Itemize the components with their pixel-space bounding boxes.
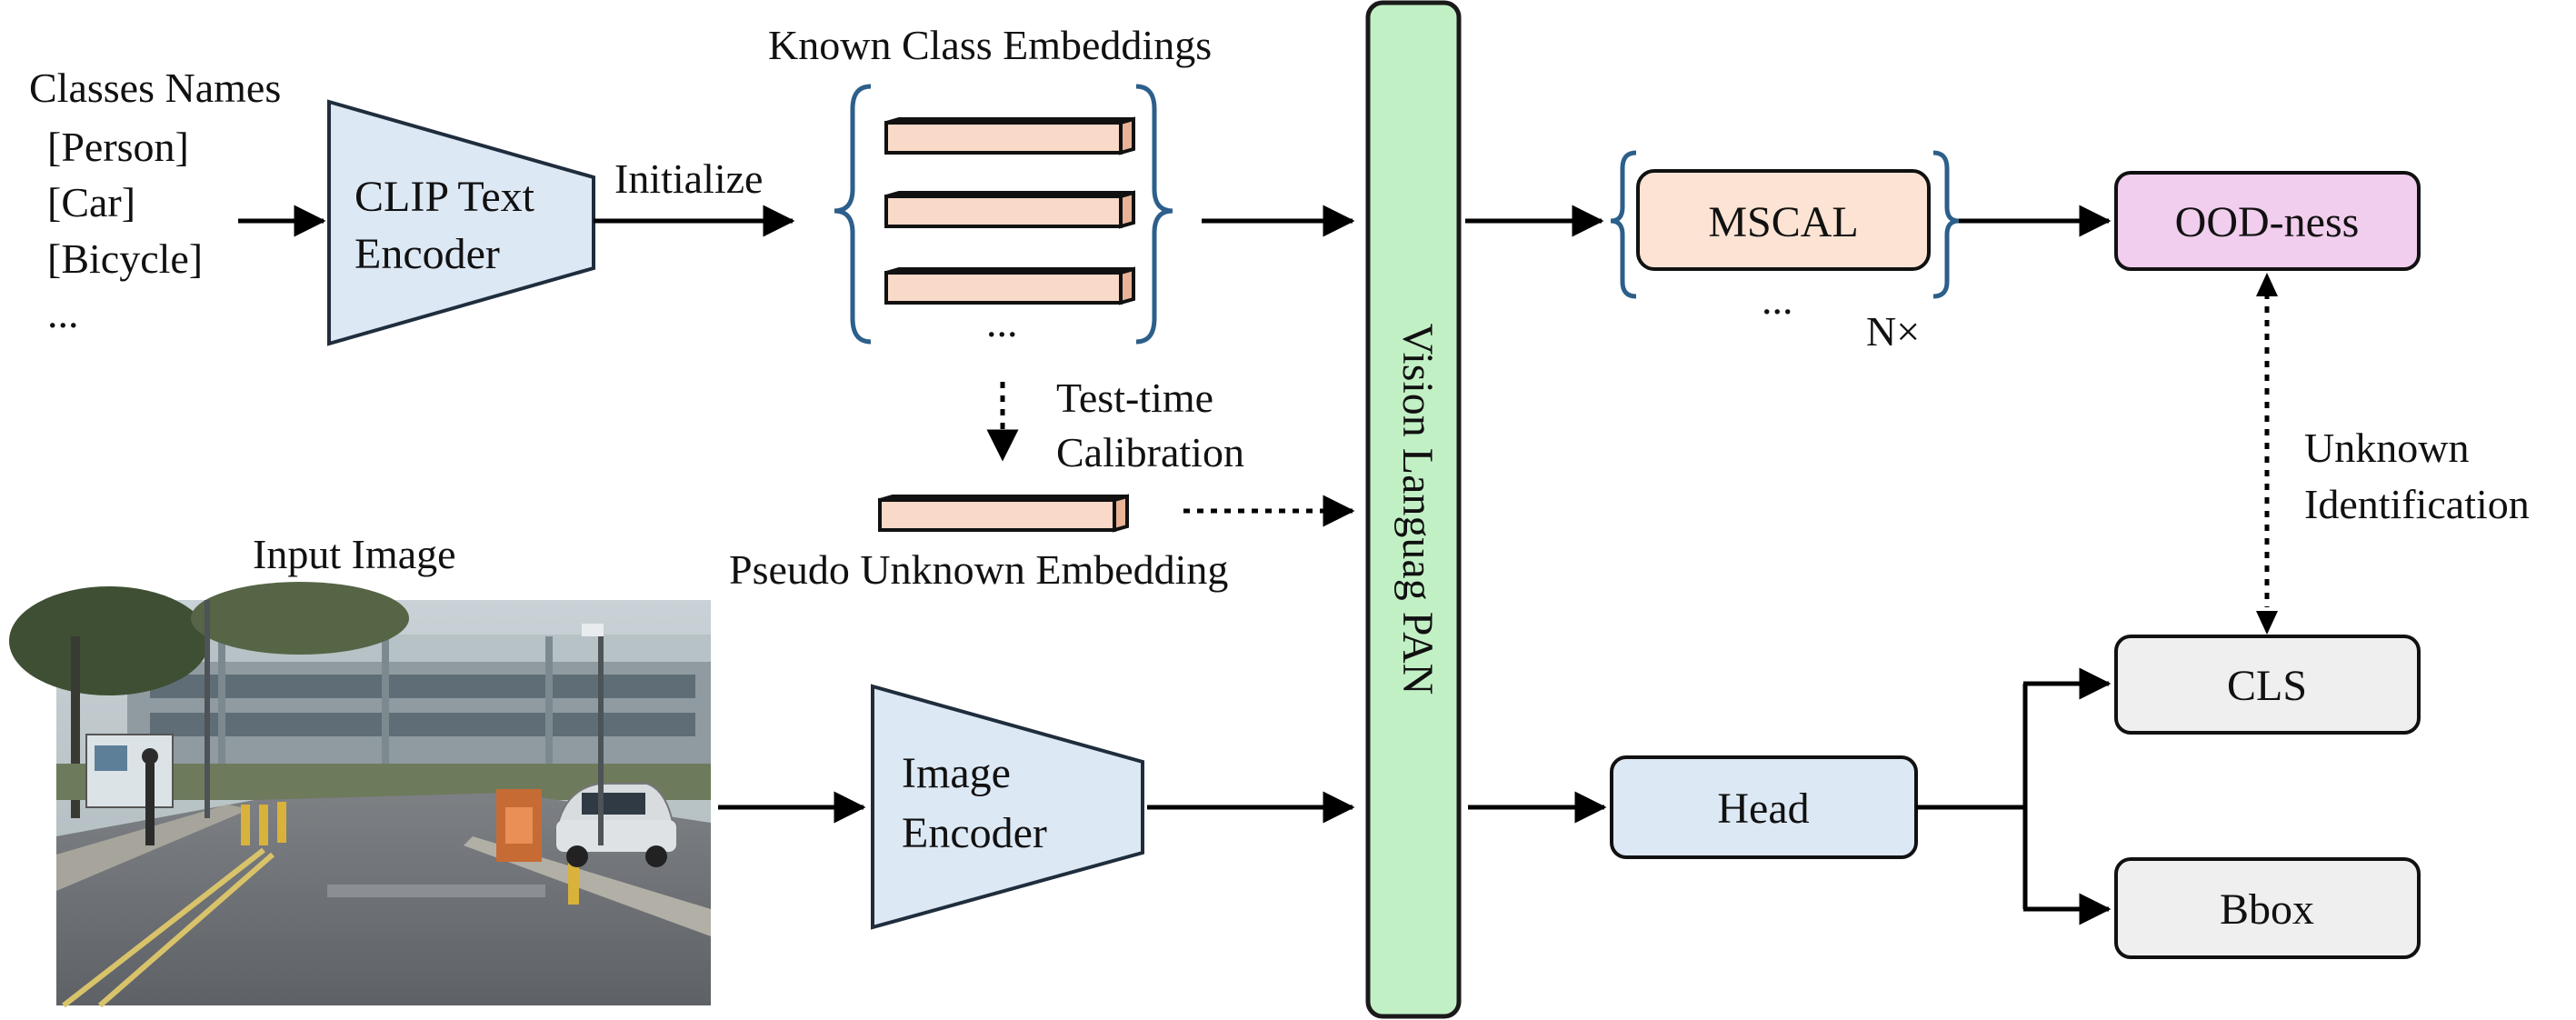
input-image-title: Input Image (253, 531, 456, 577)
class-names-title: Classes Names (29, 65, 281, 111)
unknown-identification-label-2: Identification (2304, 481, 2530, 527)
mscal-block: MSCAL ... N× (1610, 150, 1960, 355)
mscal-left-brace (1610, 150, 1637, 299)
mscal-ellipsis: ... (1762, 276, 1793, 323)
class-name-item: [Bicycle] (47, 235, 203, 282)
mscal-box (1636, 169, 1931, 271)
calibration-label-1: Test-time (1056, 375, 1213, 421)
ood-ness-block: OOD-ness (2114, 171, 2421, 271)
head-label: Head (1717, 785, 1809, 833)
vision-language-pan-label: Vision Languag PAN (1393, 324, 1442, 695)
embeddings-ellipsis: ... (986, 299, 1018, 345)
class-name-item: ... (47, 290, 79, 336)
clip-text-encoder-shape (327, 99, 595, 346)
class-name-item: [Car] (47, 179, 135, 225)
cls-box (2114, 635, 2421, 735)
cls-block: CLS (2114, 635, 2421, 735)
embedding-vector (884, 190, 1135, 229)
input-image (9, 582, 711, 1008)
bbox-label: Bbox (2220, 885, 2314, 934)
mscal-label: MSCAL (1708, 198, 1858, 246)
clip-text-encoder-label-1: CLIP Text (354, 173, 535, 221)
clip-text-encoder: CLIP Text Encoder (327, 99, 595, 346)
ood-ness-box (2114, 171, 2421, 271)
embedding-vector (878, 494, 1129, 533)
mscal-right-brace (1932, 150, 1960, 299)
image-encoder-label-1: Image (902, 749, 1011, 797)
image-encoder-shape (871, 684, 1144, 930)
initialize-label: Initialize (614, 155, 763, 202)
image-encoder: Image Encoder (871, 684, 1144, 930)
arrowhead-down (2256, 611, 2278, 635)
calibration-label-2: Calibration (1056, 429, 1244, 475)
bbox-box (2114, 857, 2421, 959)
connector-head-branches (1916, 684, 2028, 909)
embedding-vector (884, 266, 1135, 305)
vision-language-pan: Vision Languag PAN (1365, 0, 1462, 1019)
pseudo-unknown-embedding-title: Pseudo Unknown Embedding (729, 546, 1228, 593)
clip-text-encoder-label-2: Encoder (354, 230, 500, 278)
right-brace (1135, 84, 1173, 345)
known-class-embeddings-title: Known Class Embeddings (768, 22, 1212, 68)
unknown-identification-label-1: Unknown (2304, 425, 2469, 471)
embedding-vector (884, 116, 1135, 155)
head-block: Head (1610, 755, 1918, 859)
class-name-item: [Person] (47, 124, 189, 170)
left-brace (834, 84, 872, 345)
mscal-repeat-label: N× (1866, 308, 1920, 355)
ood-ness-label: OOD-ness (2175, 198, 2360, 246)
arrowhead-up (2256, 273, 2278, 296)
cls-label: CLS (2227, 662, 2307, 710)
known-class-embeddings: Known Class Embeddings ... (768, 22, 1212, 345)
vision-language-pan-block (1365, 0, 1462, 1019)
class-names-list: Classes Names [Person] [Car] [Bicycle] .… (29, 65, 281, 336)
bbox-block: Bbox (2114, 857, 2421, 959)
pseudo-unknown-embedding: Pseudo Unknown Embedding (729, 494, 1228, 593)
image-encoder-label-2: Encoder (902, 809, 1047, 857)
